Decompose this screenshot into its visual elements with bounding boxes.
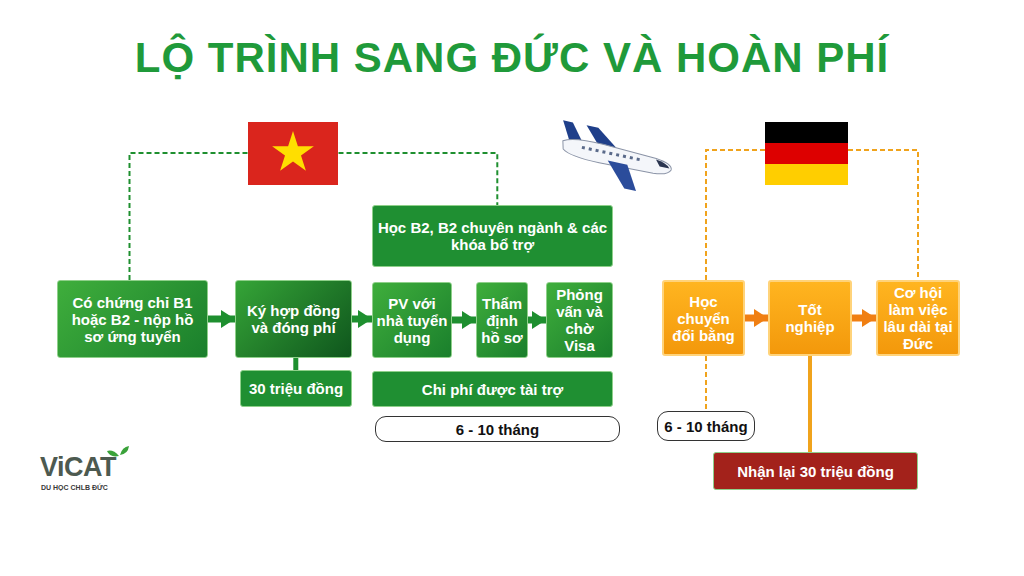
airplane-illustration xyxy=(552,120,677,197)
node-text: 6 - 10 tháng xyxy=(664,418,747,435)
node-text: 6 - 10 tháng xyxy=(456,421,539,438)
node-text: Cơ hội làm việc lâu dài tại Đức xyxy=(881,284,955,352)
dashed-connector xyxy=(705,356,707,411)
process-box: Thẩm định hồ sơ xyxy=(476,282,528,358)
node-text: Phỏng vấn và chờ Visa xyxy=(550,286,609,354)
connector-line xyxy=(808,356,812,452)
dashed-connector xyxy=(706,150,918,280)
fee-box: 30 triệu đồng xyxy=(240,370,352,407)
note-box: Chi phí được tài trợ xyxy=(372,371,613,407)
flow-arrow xyxy=(208,316,235,323)
flow-arrow xyxy=(745,315,768,322)
process-box: Có chứng chỉ B1 hoặc B2 - nộp hồ sơ ứng … xyxy=(57,280,208,358)
flow-arrow xyxy=(352,316,372,323)
flow-arrow xyxy=(528,317,546,324)
connector-line xyxy=(293,358,298,370)
refund-box: Nhận lại 30 triệu đồng xyxy=(713,452,918,490)
node-text: PV với nhà tuyển dụng xyxy=(376,295,448,346)
process-box: Phỏng vấn và chờ Visa xyxy=(546,282,613,358)
vietnam-flag xyxy=(248,122,338,185)
node-text: Chi phí được tài trợ xyxy=(422,381,563,398)
node-text: Ký hợp đồng và đóng phí xyxy=(239,302,348,336)
duration-pill: 6 - 10 tháng xyxy=(657,411,755,441)
logo-tagline: DU HỌC CHLB ĐỨC xyxy=(41,484,108,491)
process-box: Ký hợp đồng và đóng phí xyxy=(235,280,352,358)
germany-flag xyxy=(765,122,848,185)
diagram-title: LỘ TRÌNH SANG ĐỨC VÀ HOÀN PHÍ xyxy=(0,34,1024,82)
process-box: PV với nhà tuyển dụng xyxy=(372,282,452,358)
process-box: Tốt nghiệp xyxy=(768,280,852,356)
flow-arrow xyxy=(452,317,476,324)
node-text: Thẩm định hồ sơ xyxy=(480,295,524,346)
duration-pill: 6 - 10 tháng xyxy=(375,416,620,442)
process-box: Học chuyển đổi bằng xyxy=(662,280,745,356)
flow-arrow xyxy=(852,315,876,322)
course-box: Học B2, B2 chuyên ngành & các khóa bổ tr… xyxy=(372,205,613,267)
node-text: Học chuyển đổi bằng xyxy=(667,293,740,344)
node-text: Tốt nghiệp xyxy=(773,301,847,335)
process-box: Cơ hội làm việc lâu dài tại Đức xyxy=(876,280,960,356)
node-text: 30 triệu đồng xyxy=(249,380,343,397)
node-text: Có chứng chỉ B1 hoặc B2 - nộp hồ sơ ứng … xyxy=(61,294,204,345)
node-text: Nhận lại 30 triệu đồng xyxy=(737,463,894,480)
logo-text: ViCAT xyxy=(40,452,116,483)
node-text: Học B2, B2 chuyên ngành & các khóa bổ tr… xyxy=(376,219,609,253)
